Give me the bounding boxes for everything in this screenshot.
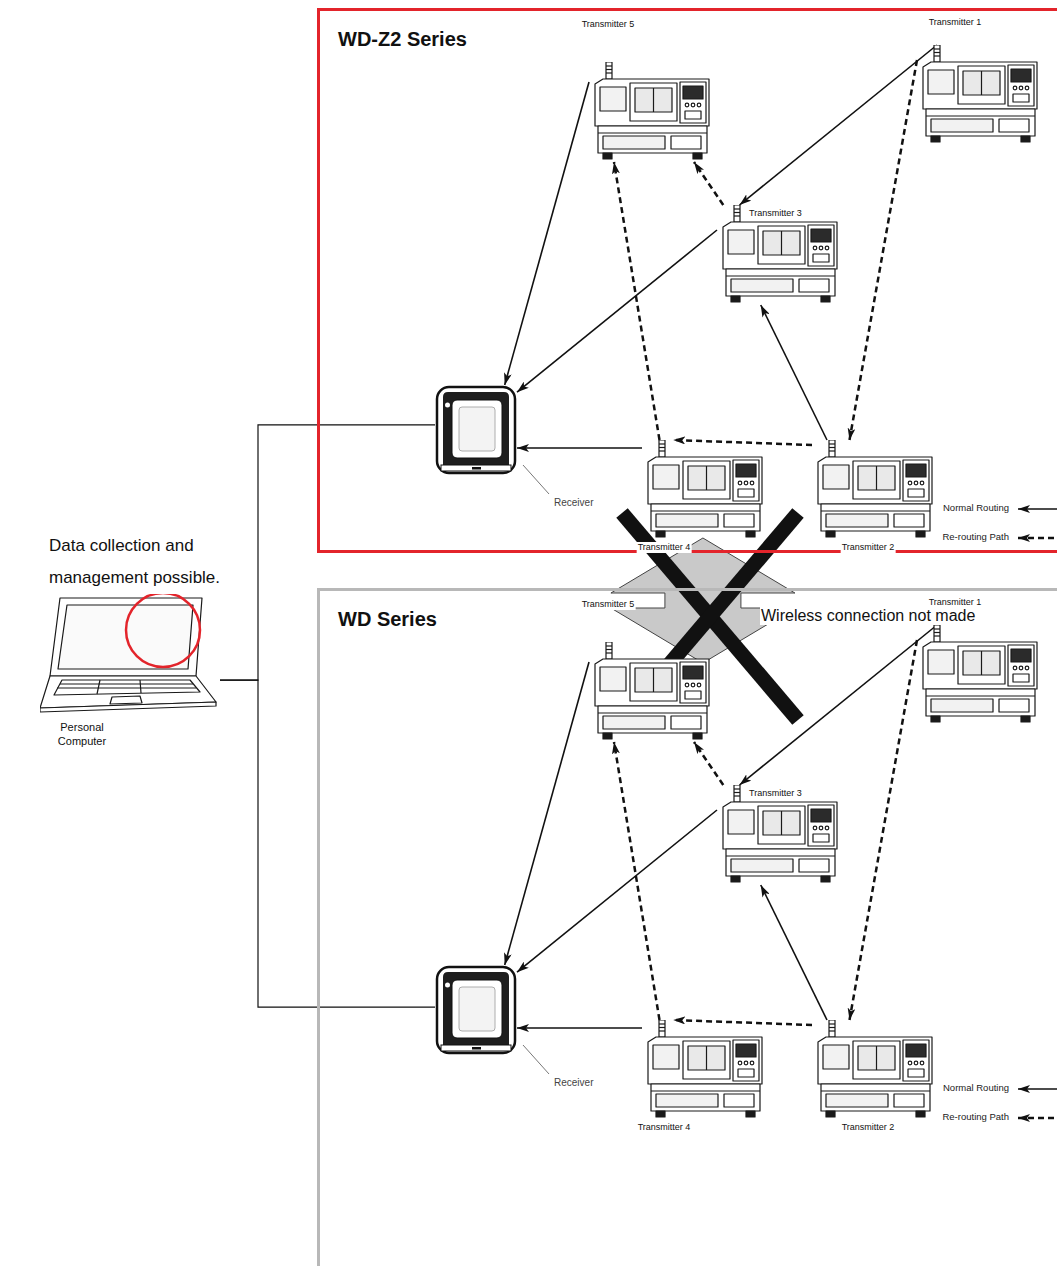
receiver-illustration — [435, 385, 517, 475]
lathe-illustration — [923, 45, 1037, 142]
transmitter-machine: Transmitter 1 — [917, 45, 1042, 145]
routing-arrow — [517, 810, 717, 972]
device-label: Personal Computer — [45, 720, 119, 748]
legend-text: Re-routing Path — [941, 531, 1010, 542]
lathe-illustration — [595, 642, 709, 739]
legend-line — [1018, 1117, 1057, 1120]
lathe-illustration — [812, 440, 937, 540]
rerouting-arrow — [614, 742, 660, 1020]
transmitter-machine: Transmitter 1 — [917, 625, 1042, 725]
receiver-unit: Receiver — [435, 965, 517, 1055]
device-label: Receiver — [553, 1077, 594, 1089]
device-label: Transmitter 3 — [748, 788, 803, 799]
transmitter-machine: Transmitter 2 — [812, 440, 937, 540]
transmitter-machine: Transmitter 3 — [717, 785, 842, 885]
routing-arrow — [505, 82, 589, 385]
lathe-illustration — [723, 205, 837, 302]
device-label: Transmitter 4 — [637, 1122, 692, 1133]
series-region: WD-Z2 SeriesNormal RoutingRe-routing Pat… — [317, 8, 1057, 553]
rerouting-arrow — [614, 162, 660, 440]
legend-text: Normal Routing — [942, 502, 1010, 513]
series-region: WD SeriesNormal RoutingRe-routing PathTr… — [317, 588, 1057, 1266]
rerouting-arrow — [850, 640, 918, 1020]
receiver-unit: Receiver — [435, 385, 517, 475]
personal-computer: Data collection and management possible.… — [40, 530, 220, 755]
receiver-illustration — [437, 967, 515, 1053]
region-title: WD Series — [337, 607, 438, 631]
laptop-illustration — [40, 590, 220, 720]
lathe-illustration — [589, 62, 714, 162]
device-label: Transmitter 2 — [841, 542, 896, 553]
legend-entry: Re-routing Path — [880, 1111, 1057, 1125]
rerouting-arrow — [694, 162, 723, 205]
lan-cable — [220, 680, 435, 1007]
routing-arrow — [740, 625, 938, 785]
lathe-illustration — [812, 1020, 937, 1120]
lathe-illustration — [818, 440, 932, 537]
lathe-illustration — [648, 440, 762, 537]
device-label: Transmitter 4 — [637, 542, 692, 553]
note-heading: Data collection and management possible. — [48, 530, 255, 594]
edge-label: Wireless connection not made — [760, 606, 976, 625]
routing-arrow — [505, 662, 589, 965]
leader-line — [523, 1045, 549, 1074]
lathe-illustration — [589, 642, 714, 742]
device-label: Transmitter 3 — [748, 208, 803, 219]
legend-line-sample — [1016, 1084, 1057, 1094]
lathe-illustration — [917, 625, 1042, 725]
device-label: Receiver — [553, 497, 594, 509]
region-title: WD-Z2 Series — [337, 27, 468, 51]
transmitter-machine: Transmitter 2 — [812, 1020, 937, 1120]
legend-line — [1018, 508, 1057, 510]
routing-arrow — [517, 230, 717, 392]
rerouting-arrow — [850, 60, 918, 440]
legend-text: Normal Routing — [942, 1082, 1010, 1093]
routing-arrow — [740, 45, 938, 205]
transmitter-machine: Transmitter 4 — [642, 1020, 767, 1120]
rerouting-arrow — [694, 742, 723, 785]
lathe-illustration — [723, 785, 837, 882]
receiver-illustration — [437, 387, 515, 473]
laptop-illustration — [40, 593, 216, 712]
routing-arrow — [761, 885, 827, 1020]
lathe-illustration — [717, 785, 842, 885]
legend-line — [1018, 1088, 1057, 1090]
rerouting-arrow — [673, 440, 812, 445]
legend-line — [1018, 537, 1057, 540]
legend-text: Re-routing Path — [941, 1111, 1010, 1122]
device-label: Transmitter 2 — [841, 1122, 896, 1133]
leader-line — [523, 465, 549, 494]
lathe-illustration — [648, 1020, 762, 1117]
transmitter-machine: Transmitter 4 — [642, 440, 767, 540]
rerouting-arrow — [673, 1020, 812, 1025]
drawing-part — [220, 45, 937, 1028]
lathe-illustration — [717, 205, 842, 305]
legend-line-sample — [1016, 1113, 1057, 1123]
lathe-illustration — [595, 62, 709, 159]
device-label: Transmitter 5 — [581, 19, 636, 30]
routing-arrow — [761, 305, 827, 440]
legend-line-sample — [1016, 533, 1057, 543]
device-label: Transmitter 1 — [928, 17, 983, 28]
legend-entry: Re-routing Path — [880, 531, 1057, 545]
transmitter-machine: Transmitter 3 — [717, 205, 842, 305]
transmitter-machine: Transmitter 5 — [589, 62, 714, 162]
lathe-illustration — [917, 45, 1042, 145]
legend-line-sample — [1016, 504, 1057, 514]
transmitter-machine: Transmitter 5 — [589, 642, 714, 742]
routing-arrow — [517, 1027, 642, 1029]
routing-arrow — [517, 447, 642, 449]
receiver-illustration — [435, 965, 517, 1055]
lathe-illustration — [923, 625, 1037, 722]
lathe-illustration — [642, 1020, 767, 1120]
lathe-illustration — [818, 1020, 932, 1117]
device-label: Transmitter 5 — [581, 599, 636, 610]
lathe-illustration — [642, 440, 767, 540]
